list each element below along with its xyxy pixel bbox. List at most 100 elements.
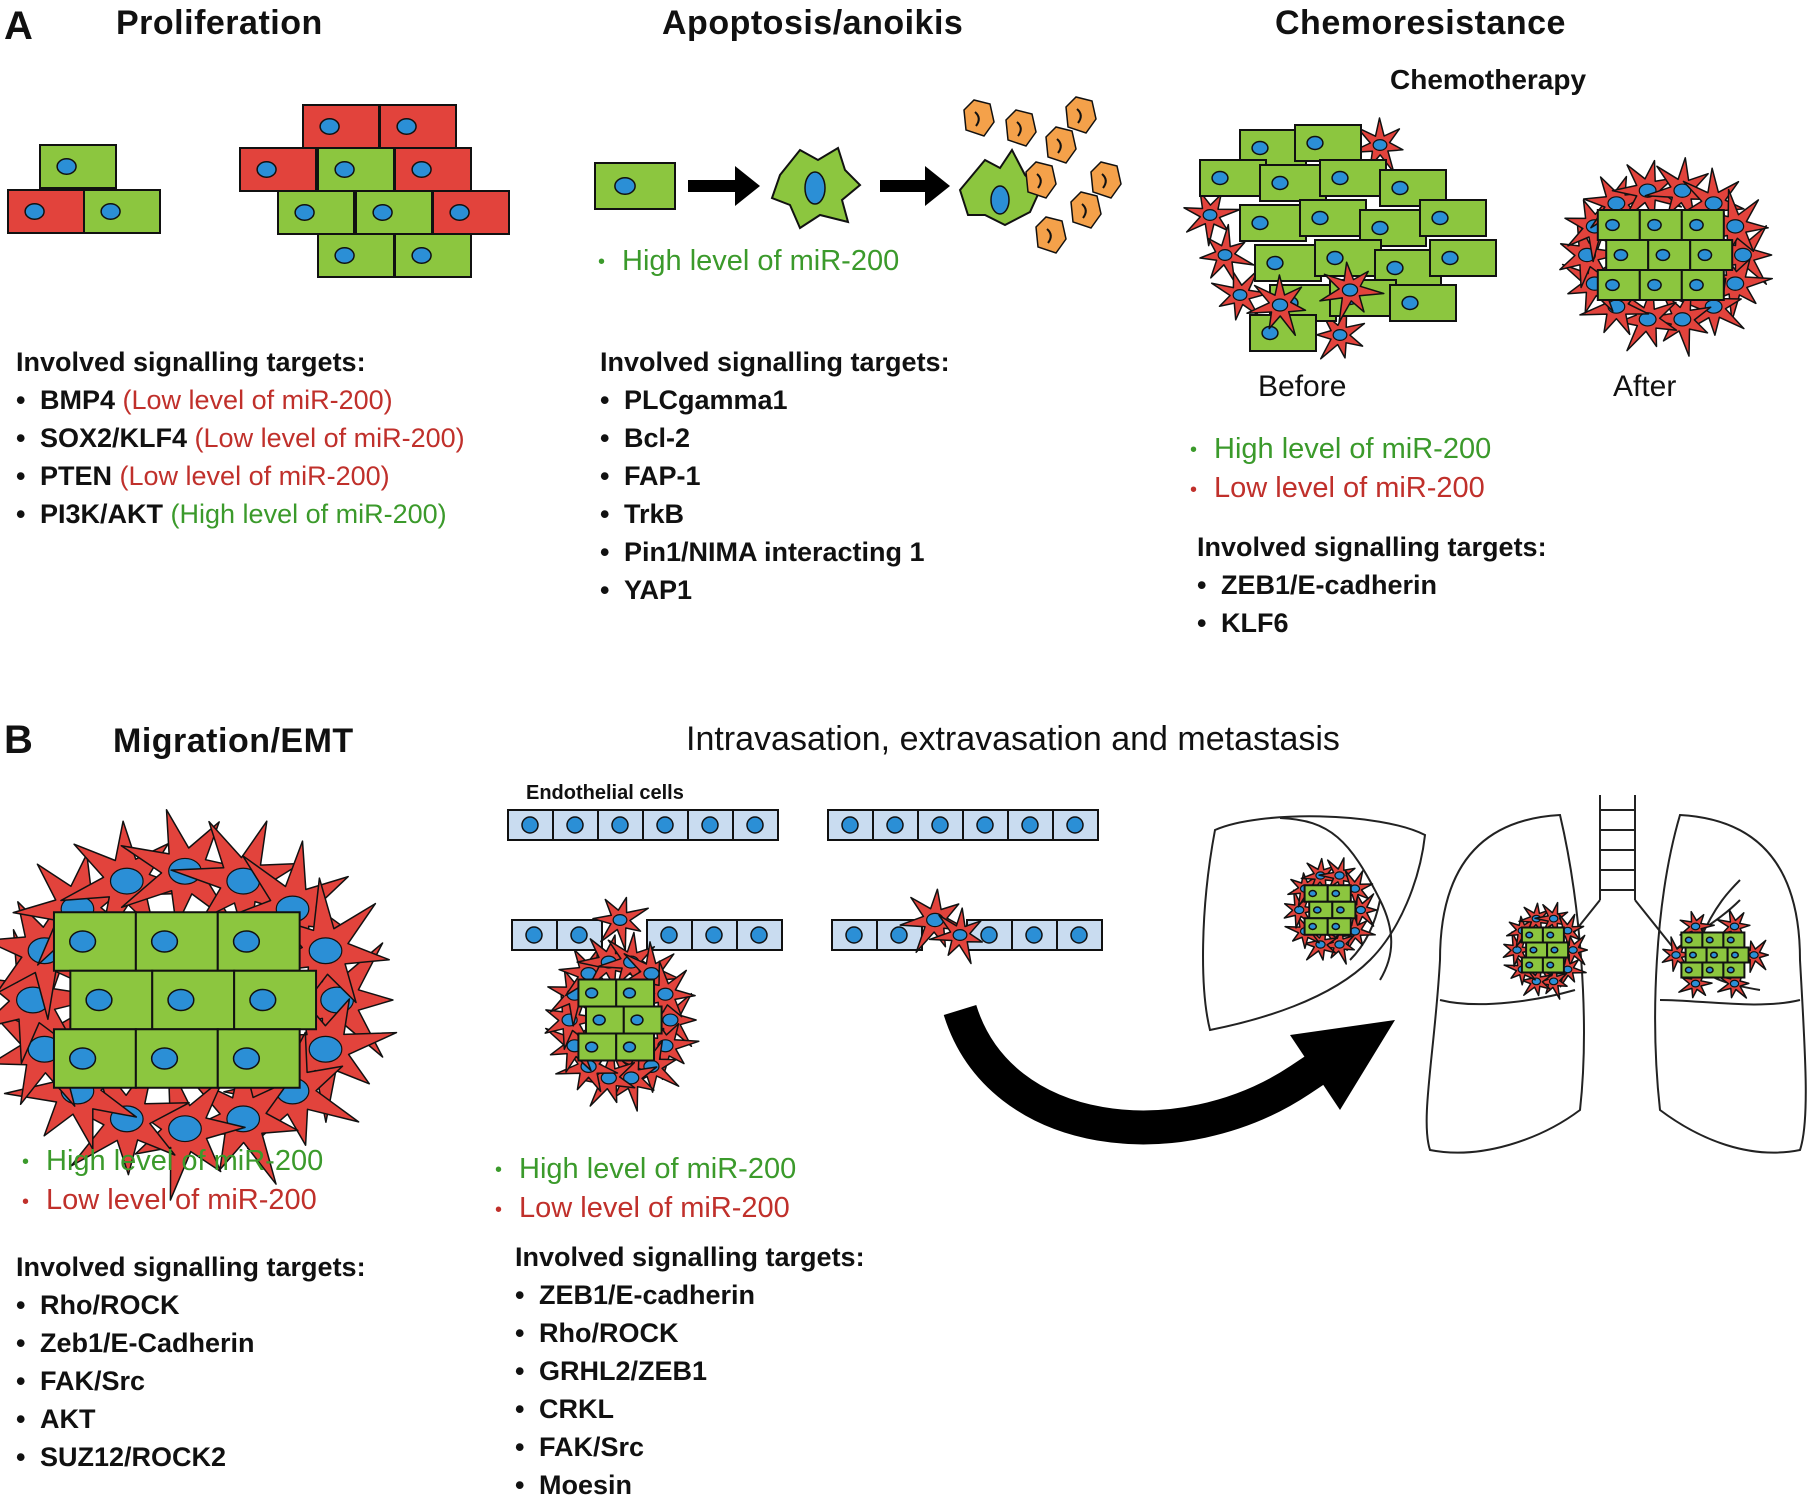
green-cell	[1647, 239, 1692, 271]
nucleus	[1401, 295, 1419, 311]
nucleus	[804, 171, 826, 205]
target-level-note: (Low level of miR-200)	[115, 385, 393, 415]
nucleus	[1232, 289, 1248, 302]
nucleus	[1690, 922, 1701, 931]
nucleus	[701, 816, 719, 834]
nucleus	[1638, 312, 1657, 327]
chemo-levels: High level of miR-200 Low level of miR-2…	[1190, 430, 1491, 509]
nucleus	[660, 926, 678, 944]
nucleus	[584, 1041, 599, 1053]
after-label: After	[1613, 370, 1677, 403]
nucleus	[411, 161, 432, 178]
nucleus	[886, 816, 904, 834]
nucleus	[1271, 175, 1289, 191]
nucleus	[1689, 278, 1704, 292]
nucleus	[1729, 922, 1740, 931]
chemo-before-cluster	[1183, 117, 1497, 360]
fragment-nucleus	[1056, 138, 1062, 154]
nucleus	[623, 1071, 640, 1085]
nucleus	[1684, 966, 1693, 974]
nucleus	[584, 987, 599, 999]
nucleus	[926, 912, 944, 928]
chemo-targets-heading: Involved signalling targets:	[1197, 532, 1547, 562]
nucleus	[990, 185, 1010, 215]
migration-target-item: Zeb1/E-Cadherin	[16, 1324, 366, 1362]
proliferation-target-item: PI3K/AKT (High level of miR-200)	[16, 495, 465, 533]
nucleus	[319, 118, 340, 135]
nucleus	[167, 988, 195, 1012]
nucleus	[1548, 914, 1559, 923]
migration-target-item: SUZ12/ROCK2	[16, 1438, 366, 1476]
red-cell	[394, 147, 472, 192]
nucleus	[1704, 299, 1723, 314]
green-cell	[277, 190, 355, 235]
green-cell	[1299, 199, 1367, 237]
nucleus	[592, 1014, 606, 1026]
metastasis-high-level: High level of miR-200	[495, 1150, 796, 1189]
nucleus	[1749, 951, 1759, 959]
metastasis-target-item: CRKL	[515, 1390, 865, 1428]
fragment-nucleus	[1046, 228, 1052, 244]
nucleus	[525, 926, 543, 944]
nucleus	[1690, 979, 1701, 988]
nucleus	[150, 1047, 179, 1070]
lung-tumor-right	[1661, 908, 1770, 999]
red-cell	[432, 190, 510, 235]
apoptosis-target-item: PLCgamma1	[600, 381, 950, 419]
nucleus	[1391, 180, 1409, 196]
nucleus	[1655, 248, 1671, 262]
nucleus	[1546, 931, 1555, 939]
green-cell	[1429, 239, 1497, 277]
proliferation-target-item: PTEN (Low level of miR-200)	[16, 457, 465, 495]
endothelial-layers	[507, 809, 1103, 951]
metastasis-target-item: Rho/ROCK	[515, 1314, 865, 1352]
nucleus	[1525, 961, 1534, 969]
nucleus	[622, 1041, 637, 1053]
nucleus	[1217, 249, 1233, 262]
metastasis-low-level: Low level of miR-200	[495, 1189, 796, 1228]
nucleus	[931, 816, 949, 834]
nucleus	[1266, 255, 1284, 271]
nucleus	[256, 161, 277, 178]
metastasis-targets: Involved signalling targets: ZEB1/E-cadh…	[515, 1238, 865, 1504]
proliferation-targets: Involved signalling targets: BMP4 (Low l…	[16, 343, 465, 533]
nucleus	[1211, 170, 1229, 186]
metastasis-targets-heading: Involved signalling targets:	[515, 1242, 865, 1272]
green-cell	[1389, 284, 1457, 322]
nucleus	[1334, 871, 1345, 880]
nucleus	[1546, 961, 1555, 969]
nucleus	[1568, 946, 1578, 954]
nucleus	[1025, 926, 1043, 944]
nucleus	[1688, 951, 1697, 959]
nucleus	[1671, 951, 1681, 959]
nucleus	[168, 1115, 202, 1143]
nucleus	[396, 118, 417, 135]
migration-high-level: High level of miR-200	[22, 1142, 323, 1181]
nucleus	[1202, 209, 1218, 222]
nucleus	[1294, 905, 1305, 915]
target-level-note: (High level of miR-200)	[163, 499, 447, 529]
target-level-note: (Low level of miR-200)	[187, 423, 465, 453]
nucleus	[1371, 220, 1389, 236]
nucleus	[570, 926, 588, 944]
apoptosis-high-level-text: High level of miR-200	[598, 242, 899, 281]
nucleus	[1726, 276, 1745, 291]
proliferation-small-cluster	[7, 144, 161, 234]
nucleus	[56, 158, 77, 175]
chemoresistance-title: Chemoresistance	[1275, 4, 1566, 42]
migration-targets-heading: Involved signalling targets:	[16, 1252, 366, 1282]
nucleus	[976, 816, 994, 834]
endothelial-cells-label: Endothelial cells	[526, 782, 684, 804]
nucleus	[1431, 210, 1449, 226]
nucleus	[622, 987, 637, 999]
nucleus	[85, 988, 113, 1012]
nucleus	[1689, 218, 1704, 232]
chemo-target-item: ZEB1/E-cadherin	[1197, 566, 1547, 604]
nucleus	[1705, 966, 1714, 974]
metastasis-target-item: FAK/Src	[515, 1428, 865, 1466]
nucleus	[657, 987, 674, 1001]
red-cell	[7, 189, 85, 234]
nucleus	[1336, 906, 1345, 914]
nucleus	[1312, 906, 1322, 914]
